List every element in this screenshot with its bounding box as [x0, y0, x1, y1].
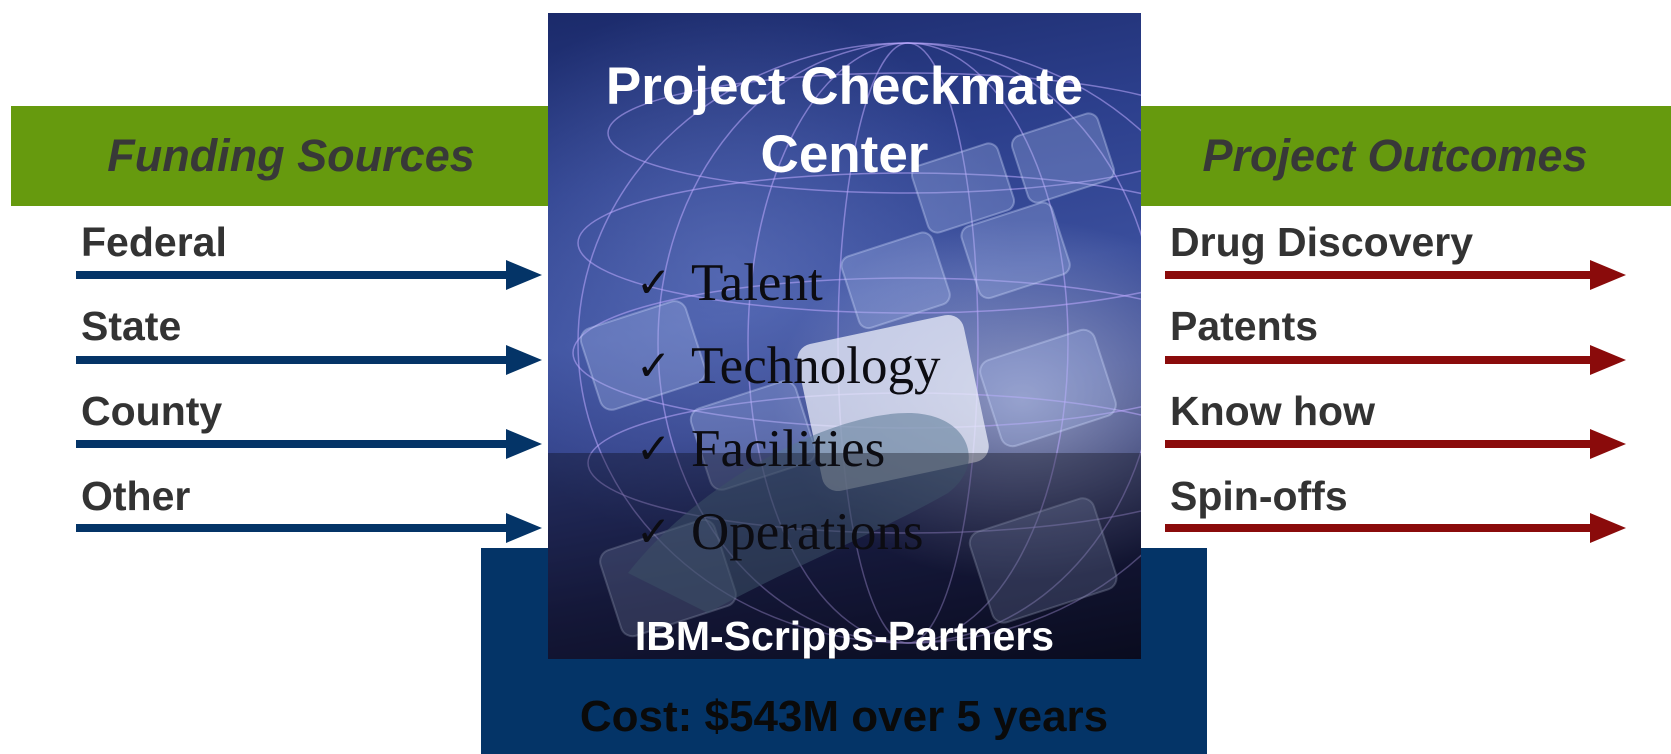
funding-source-county: County — [81, 388, 223, 434]
checkmark-icon: ✓ — [636, 509, 672, 556]
funding-sources-band: Funding Sources — [11, 106, 551, 206]
checklist-item: ✓ Talent — [636, 241, 940, 324]
funding-arrow-icon — [76, 345, 542, 375]
center-title-line1: Project Checkmate — [605, 57, 1084, 116]
outcome-arrow-icon — [1165, 429, 1626, 459]
funding-arrow-icon — [76, 429, 542, 459]
funding-source-state: State — [81, 303, 182, 349]
outcome-arrow-icon — [1165, 513, 1626, 543]
checkmark-icon: ✓ — [636, 260, 672, 307]
outcome-arrow-icon — [1165, 345, 1626, 375]
cost-text: Cost: $543M over 5 years — [579, 692, 1109, 741]
funding-sources-title: Funding Sources — [107, 130, 475, 181]
partners-label: IBM-Scripps-Partners — [634, 613, 1055, 659]
checkmark-icon: ✓ — [636, 343, 672, 390]
checklist-label: Technology — [691, 336, 941, 395]
checklist-item: ✓ Facilities — [636, 407, 940, 490]
center-panel: Project Checkmate Center ✓ Talent ✓ Techno… — [548, 13, 1141, 659]
outcome-arrow-icon — [1165, 260, 1626, 290]
center-title-line2: Center — [760, 125, 929, 184]
funding-source-other: Other — [81, 473, 191, 519]
funding-arrow-icon — [76, 260, 542, 290]
project-outcomes-band: Project Outcomes — [1140, 106, 1671, 206]
checklist-item: ✓ Operations — [636, 490, 940, 573]
outcome-patents: Patents — [1170, 303, 1319, 349]
outcome-spin-offs: Spin-offs — [1170, 473, 1348, 519]
project-outcomes-title: Project Outcomes — [1202, 130, 1588, 181]
outcome-drug-discovery: Drug Discovery — [1170, 219, 1474, 265]
keyboard-globe-background — [548, 42, 1141, 659]
funding-source-federal: Federal — [81, 219, 227, 265]
checklist-label: Operations — [691, 502, 924, 561]
checklist-item: ✓ Technology — [636, 324, 940, 407]
checkmark-icon: ✓ — [636, 426, 672, 473]
funding-arrow-icon — [76, 513, 542, 543]
checklist-label: Facilities — [691, 419, 886, 478]
center-checklist: ✓ Talent ✓ Technology ✓ Facilities ✓ Operati… — [636, 241, 940, 573]
checklist-label: Talent — [691, 253, 823, 312]
outcome-know-how: Know how — [1170, 388, 1375, 434]
